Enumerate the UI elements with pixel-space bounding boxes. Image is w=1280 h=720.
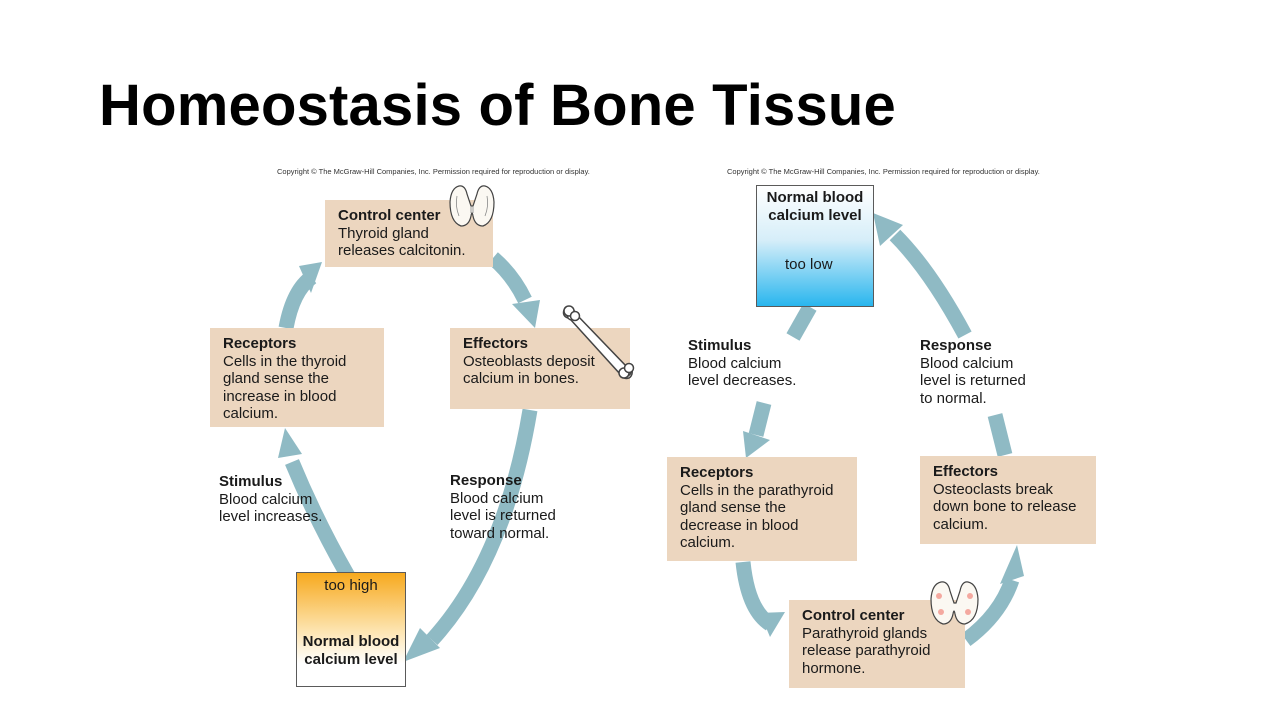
level-heading: Normal blood calcium level [302,633,400,668]
arrow-response-to-level [889,229,972,339]
right-stimulus-text: Blood calcium level decreases. [688,354,797,390]
arrow-effectors-to-level [426,408,538,646]
parathyroid-gland-icon [930,581,979,625]
arrow-level-to-stimulus [786,303,817,341]
right-response-heading: Response [920,337,992,354]
right-receptors-box: Receptors Cells in the parathyroid gland… [667,457,857,561]
right-response-text: Blood calcium level is returned to norma… [920,354,1026,407]
right-effectors-text: Osteoclasts break down bone to release c… [933,480,1077,533]
right-stimulus-heading: Stimulus [688,337,752,354]
thyroid-gland-icon [449,185,495,227]
left-receptors-text: Cells in the thyroid gland sense the inc… [223,352,347,423]
left-receptors-box: Receptors Cells in the thyroid gland sen… [210,328,384,427]
left-receptors-heading: Receptors [223,335,297,352]
arrow-stimulus-to-receptors [748,401,772,437]
right-response-label: Response Blood calcium level is returned… [920,337,1026,407]
right-control-center-text: Parathyroid glands release parathyroid h… [802,624,931,677]
left-stimulus-heading: Stimulus [219,473,283,490]
level-heading: Normal blood calcium level [766,189,864,224]
arrowhead [512,300,540,328]
right-effectors-box: Effectors Osteoclasts break down bone to… [920,456,1096,544]
left-calcium-level-indicator: too high Normal blood calcium level [296,572,406,687]
arrow-stimulus-to-receptors [285,459,355,580]
level-tag-too-high: too high [324,577,378,594]
arrowhead [873,213,903,246]
left-response-text: Blood calcium level is returned toward n… [450,489,556,542]
left-stimulus-label: Stimulus Blood calcium level increases. [219,473,322,526]
right-receptors-text: Cells in the parathyroid gland sense the… [680,481,834,552]
right-calcium-level-indicator: Normal blood calcium level too low [756,185,874,307]
left-effectors-text: Osteoblasts deposit calcium in bones. [463,352,595,388]
left-control-center-heading: Control center [338,207,441,224]
right-receptors-heading: Receptors [680,464,754,481]
right-stimulus-label: Stimulus Blood calcium level decreases. [688,337,796,390]
arrowhead [403,628,440,662]
left-response-heading: Response [450,472,522,489]
left-control-center-box: Control center Thyroid gland releases ca… [325,200,493,267]
arrow-effectors-to-response [987,413,1013,457]
right-control-center-heading: Control center [802,607,905,624]
arrowhead [743,431,770,458]
bone-icon [562,305,635,380]
arrowhead [299,262,322,293]
arrow-control-to-effectors [488,252,532,304]
left-response-label: Response Blood calcium level is returned… [450,472,556,542]
slide-title: Homeostasis of Bone Tissue [99,73,897,138]
arrow-control-to-effectors [961,577,1020,647]
arrowhead [760,612,785,637]
arrowhead [278,428,302,458]
copyright-notice-left: Copyright © The McGraw-Hill Companies, I… [277,167,590,176]
left-effectors-heading: Effectors [463,335,529,352]
left-stimulus-text: Blood calcium level increases. [219,490,323,526]
left-control-center-text: Thyroid gland releases calcitonin. [338,224,466,260]
level-tag-too-low: too low [785,256,833,273]
copyright-notice-right: Copyright © The McGraw-Hill Companies, I… [727,167,1040,176]
right-effectors-heading: Effectors [933,463,999,480]
arrowhead [1000,545,1024,584]
